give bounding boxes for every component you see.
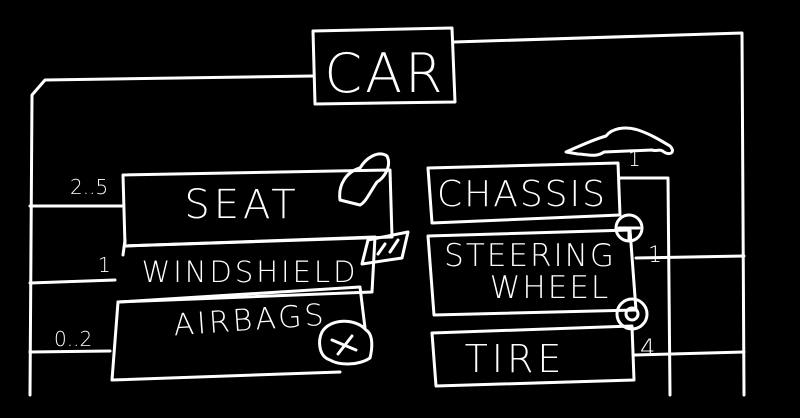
seat-box (121, 168, 394, 248)
airbags-label: AIRBAGS (172, 298, 327, 344)
airbag-icon (318, 319, 374, 366)
chassis-multiplicity: 1 (628, 147, 641, 171)
windshield-connector (28, 278, 117, 285)
tire-label: TIRE (465, 337, 566, 381)
car-title: CAR (324, 42, 445, 105)
tire-multiplicity: 4 (640, 334, 655, 362)
car-chassis-icon (564, 126, 674, 157)
windshield-multiplicity: 1 (98, 253, 111, 277)
windshield-label: WINDSHIELD (142, 255, 359, 289)
tire-box (430, 324, 636, 388)
left-box-separator (121, 238, 127, 257)
windshield-icon (360, 230, 410, 266)
seat-multiplicity: 2..5 (70, 175, 108, 199)
car-left-connector (28, 74, 315, 397)
car-right-connector (452, 31, 746, 397)
tire-connector (632, 350, 746, 357)
airbags-connector (28, 349, 112, 354)
tire-icon (615, 297, 649, 331)
airbags-box (110, 285, 367, 382)
steering-label: STEERING (444, 238, 616, 274)
steering-wheel-icon (614, 213, 644, 243)
seat-label: SEAT (184, 182, 299, 228)
seat-icon (338, 152, 391, 207)
chassis-label: CHASSIS (437, 174, 607, 215)
steering-wheel-multiplicity: 1 (648, 243, 662, 268)
airbags-multiplicity: 0..2 (54, 327, 92, 351)
wheel-label: WHEEL (490, 270, 610, 306)
car-box (311, 26, 457, 106)
steering-wheel-connector (634, 254, 746, 260)
chassis-connector (618, 176, 672, 397)
chassis-box (426, 161, 622, 225)
windshield-box (116, 235, 377, 304)
